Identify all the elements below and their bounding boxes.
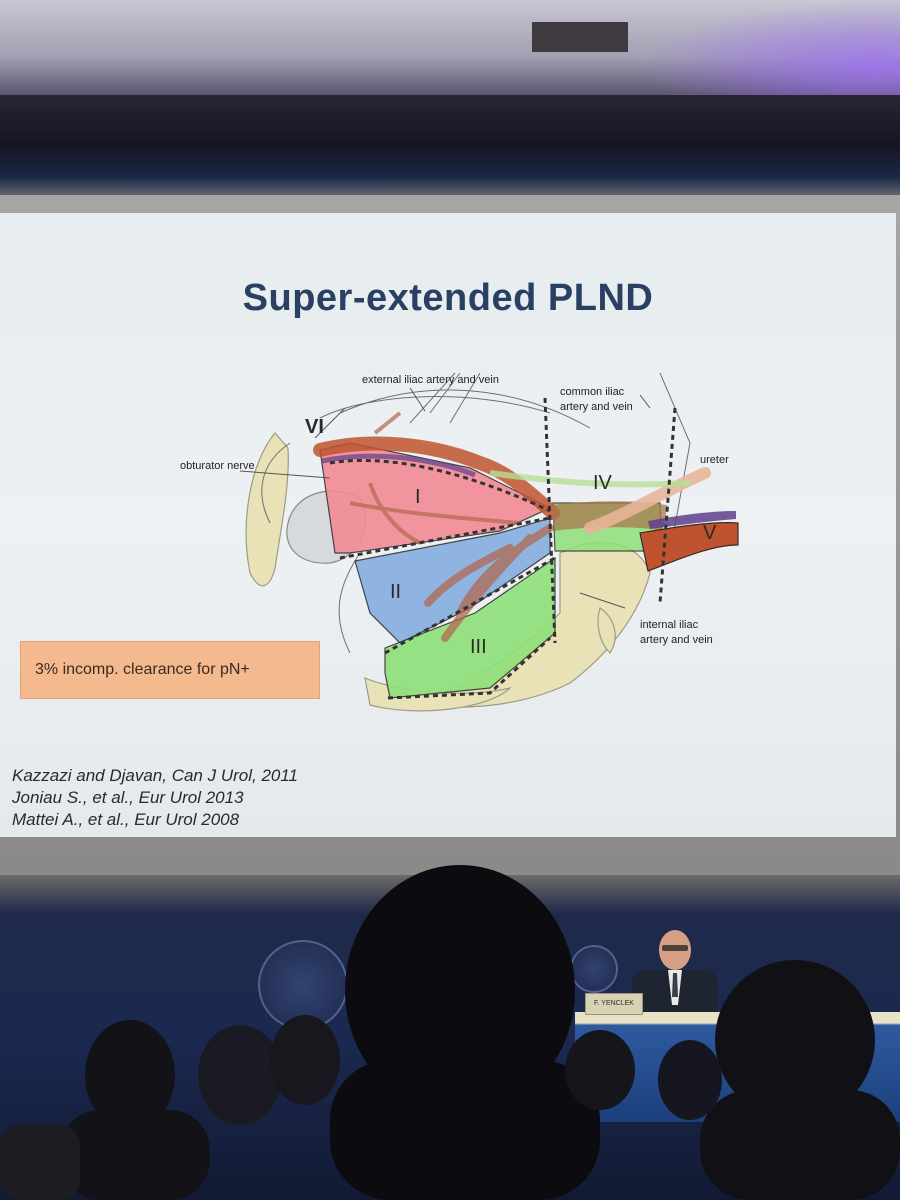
zone-3-label: III <box>470 636 487 658</box>
zone-2-label: II <box>390 581 401 603</box>
ureter-label: ureter <box>700 454 729 466</box>
contour-lines <box>261 372 691 654</box>
common-iliac-label-line2: artery and vein <box>560 401 633 413</box>
reference-item: Mattei A., et al., Eur Urol 2008 <box>12 810 240 829</box>
projected-slide: Super-extended PLND I II <box>0 213 896 837</box>
vena-cava-stripe <box>648 511 736 529</box>
slide-title: Super-extended PLND <box>242 277 654 319</box>
clearance-callout: 3% incomp. clearance for pN+ <box>20 641 320 699</box>
upper-wall <box>0 95 900 205</box>
pelvic-bone-left <box>245 432 289 587</box>
references: Kazzazi and Djavan, Can J Urol, 2011 Jon… <box>12 765 298 831</box>
internal-iliac-label-line2: artery and vein <box>640 634 713 646</box>
pelvic-lymph-node-diagram: I II III IV V VI external iliac artery a… <box>180 372 739 712</box>
obturator-label: obturator nerve <box>180 460 255 472</box>
zone-1-label: I <box>415 486 421 508</box>
reference-item: Kazzazi and Djavan, Can J Urol, 2011 <box>12 766 299 785</box>
ureter <box>584 467 711 534</box>
small-vessels <box>349 411 521 545</box>
common-iliac-label-line1: common iliac <box>560 386 625 398</box>
dashed-boundary-lines <box>329 397 677 700</box>
external-iliac-vein <box>321 453 476 478</box>
zone-5-label: V <box>703 522 717 544</box>
reference-item: Joniau S., et al., Eur Urol 2013 <box>12 788 244 807</box>
internal-iliac-label-line1: internal iliac <box>640 619 699 631</box>
speaker-nameplate: F. YENCLEK <box>585 993 643 1015</box>
label-leader-lines <box>239 387 651 609</box>
zone-4-label: IV <box>593 472 613 494</box>
ceiling <box>0 0 900 95</box>
right-bone-process <box>597 607 616 654</box>
ceiling-light <box>640 0 900 95</box>
green-vessel <box>489 470 691 488</box>
ceiling-vent <box>532 22 628 52</box>
audience-silhouettes <box>0 865 900 1200</box>
internal-iliac-vessel <box>424 524 554 642</box>
external-iliac-label: external iliac artery and vein <box>362 374 499 386</box>
zone-6-label: VI <box>305 416 324 438</box>
speaker-figure <box>632 930 718 1020</box>
zone-3-region <box>384 556 556 699</box>
external-iliac-vessel <box>313 436 560 520</box>
